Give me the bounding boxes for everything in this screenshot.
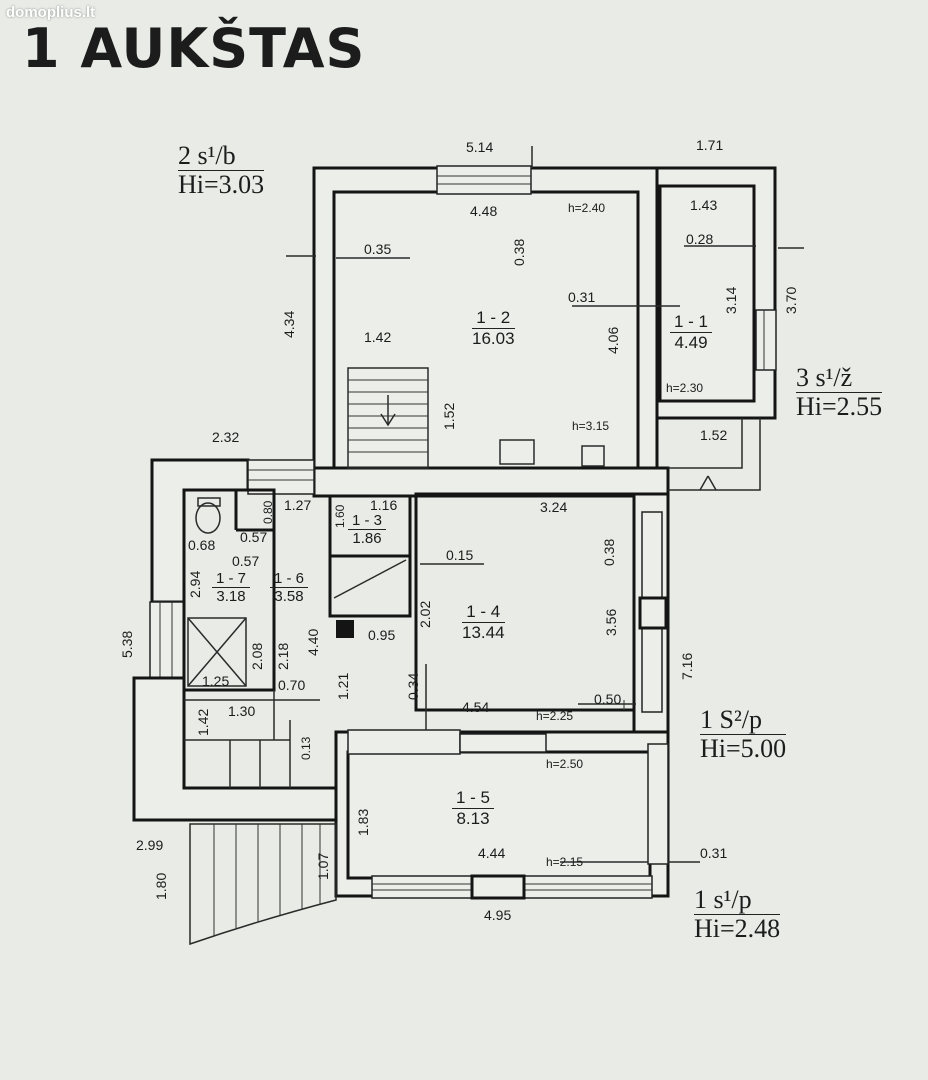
- dim-h: 0.57: [232, 553, 260, 569]
- dim-v: 0.13: [299, 736, 313, 760]
- outdoor-stairs: [189, 823, 337, 946]
- dim-h: 1.16: [370, 497, 398, 513]
- wall-room-1-5: [334, 730, 670, 898]
- dim-h: 4.44: [478, 845, 506, 861]
- dim-h: 1.43: [690, 197, 718, 213]
- dim-v: 1.07: [315, 852, 331, 880]
- dim-h: 1.25: [202, 673, 230, 689]
- dim-h: 5.14: [466, 139, 494, 155]
- dim-h: 1.30: [228, 703, 256, 719]
- dim-h: 0.70: [278, 677, 306, 693]
- dim-h: 2.32: [212, 429, 240, 445]
- dim-v: 0.38: [511, 238, 527, 266]
- dim-v: 3.14: [723, 286, 739, 314]
- dim-v: 1.83: [355, 808, 371, 836]
- window-top: [436, 165, 532, 195]
- dim-v: 0.34: [405, 672, 421, 700]
- ceiling-height-1-5-top: h=2.50: [546, 757, 584, 771]
- dim-v: 4.34: [281, 310, 297, 338]
- dim-h: 1.71: [696, 137, 724, 153]
- dim-v: 4.06: [605, 326, 621, 354]
- dim-v: 5.38: [119, 630, 135, 658]
- watermark-logo: domoplius.lt: [6, 4, 96, 21]
- dim-v: 1.42: [195, 708, 211, 736]
- ceiling-height-stair: h=3.15: [572, 419, 610, 433]
- dim-v: 2.18: [275, 642, 291, 670]
- floor-title: 1 AUKŠTAS: [22, 17, 366, 80]
- dim-h: 0.95: [368, 627, 396, 643]
- dim-v: 1.21: [335, 672, 351, 700]
- dim-v: 2.94: [187, 570, 203, 598]
- wall-room-1-2: [312, 166, 659, 474]
- dim-h: 0.31: [568, 289, 596, 305]
- dim-v: 7.16: [679, 652, 695, 680]
- dim-h: 0.35: [364, 241, 392, 257]
- ceiling-height-1-5: h=2.15: [546, 855, 584, 869]
- ceiling-height-1-1: h=2.30: [666, 381, 704, 395]
- dim-v: 2.02: [417, 600, 433, 628]
- dim-v: 1.80: [153, 872, 169, 900]
- wall-room-1-7: [182, 488, 276, 692]
- dim-h: 0.57: [240, 529, 268, 545]
- dim-h: 1.52: [700, 427, 728, 443]
- dim-v: 0.80: [261, 500, 275, 524]
- window-room-1-1: [755, 309, 777, 371]
- wall-stair-area: [132, 676, 338, 822]
- dim-v: 3.56: [603, 608, 619, 636]
- dim-v: 4.40: [305, 628, 321, 656]
- dim-h: 1.42: [364, 329, 392, 345]
- wall-room-1-4: [414, 492, 636, 712]
- dim-h: 4.48: [470, 203, 498, 219]
- dim-v: 1.52: [441, 402, 457, 430]
- dim-v: 0.38: [601, 538, 617, 566]
- dim-h: 0.50: [594, 691, 622, 707]
- dim-h: 2.99: [136, 837, 164, 853]
- dim-h: 4.95: [484, 907, 512, 923]
- dim-h: 4.54: [462, 699, 490, 715]
- wall-room-1-1-inner: [658, 184, 756, 403]
- dim-v: 2.08: [249, 642, 265, 670]
- ceiling-height-1-4: h=2.25: [536, 709, 574, 723]
- dim-h: 0.68: [188, 537, 216, 553]
- ceiling-height-1-2: h=2.40: [568, 201, 606, 215]
- dim-h: 0.31: [700, 845, 728, 861]
- dim-h: 0.28: [686, 231, 714, 247]
- dim-h: 1.27: [284, 497, 312, 513]
- dim-v: 1.60: [333, 504, 347, 528]
- wall-middle: [312, 466, 670, 498]
- dim-h: 3.24: [540, 499, 568, 515]
- dim-h: 0.15: [446, 547, 474, 563]
- dim-v: 3.70: [783, 286, 799, 314]
